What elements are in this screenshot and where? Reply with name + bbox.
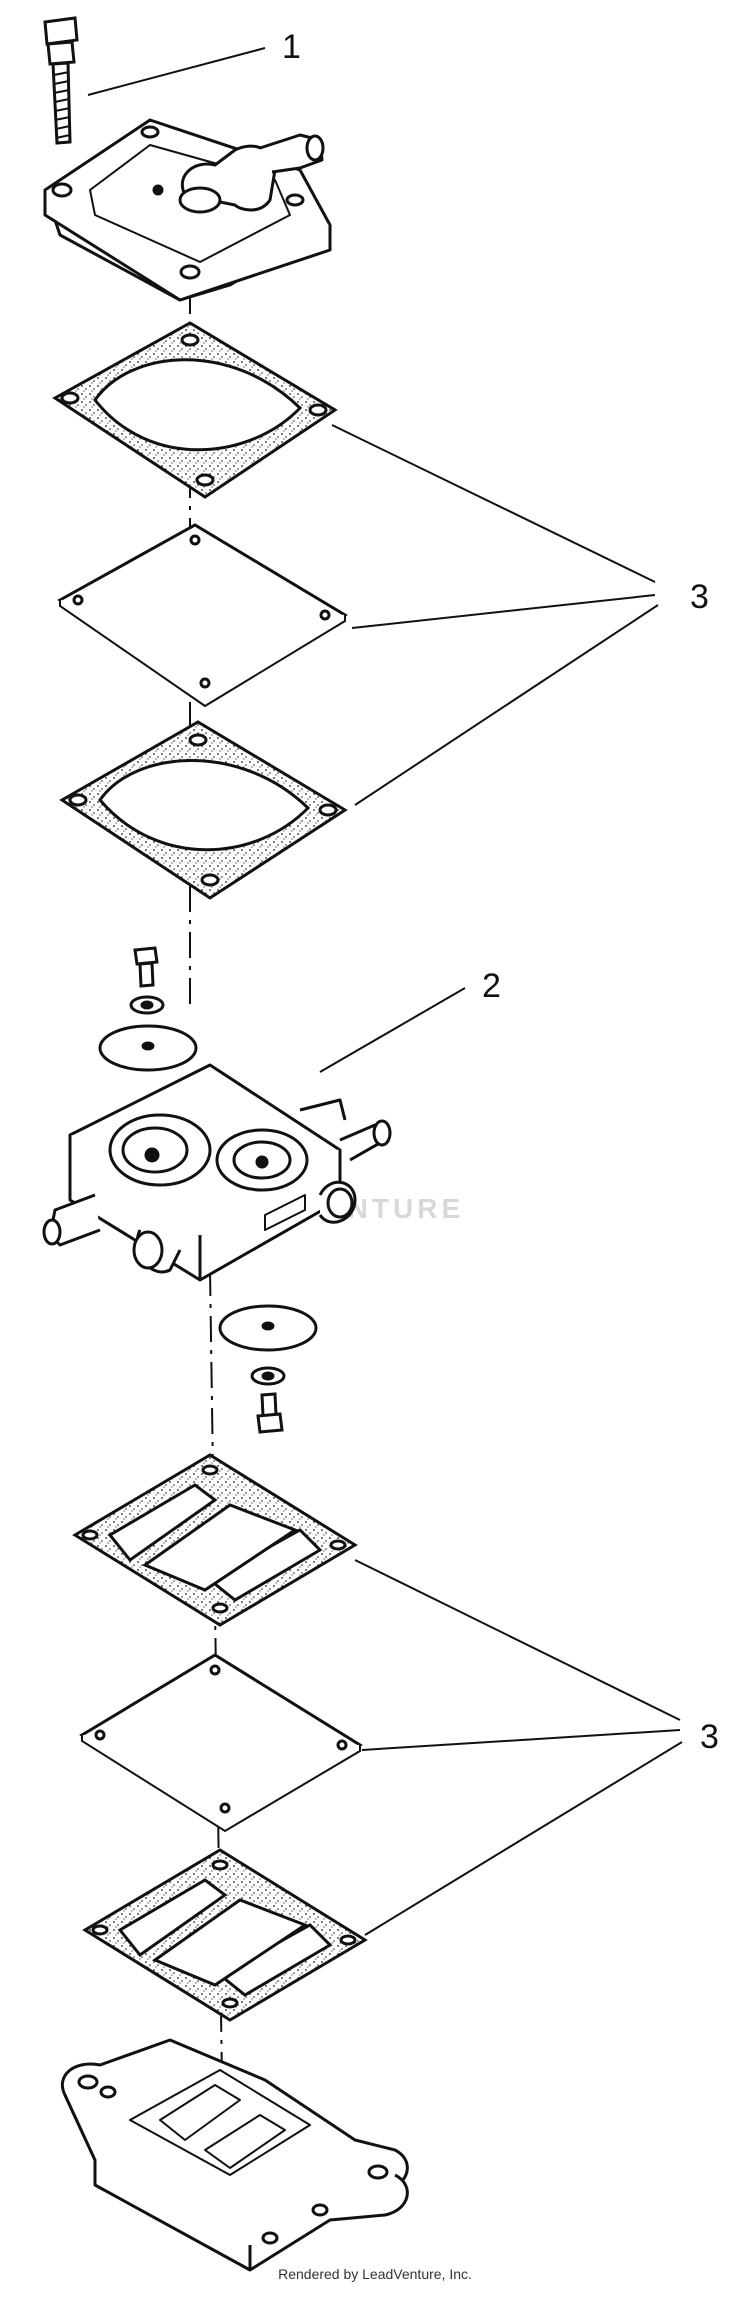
callout-number-3-bottom: 3 [700, 1718, 719, 1756]
callout-number-3-top: 3 [690, 578, 709, 616]
leader-lines [87, 47, 683, 1936]
gasket-twin-window-upper [72, 1453, 358, 1627]
gasket-ring-middle [59, 720, 348, 900]
top-cover-housing [43, 118, 332, 302]
gasket-ring-top [52, 321, 338, 499]
callout-number-1: 1 [282, 28, 301, 66]
diaphragm-sheet-top [57, 523, 348, 708]
base-flange-mount [61, 2038, 409, 2272]
valve-screw-bottom [218, 1304, 318, 1434]
diaphragm-sheet-bottom [79, 1653, 363, 1833]
gasket-twin-window-lower [82, 1848, 368, 2022]
valve-screw-top [98, 946, 198, 1072]
pump-body-part-2 [42, 1063, 392, 1282]
screw-part-1 [43, 16, 79, 145]
callout-number-2: 2 [482, 967, 501, 1005]
footer-credit: Rendered by LeadVenture, Inc. [278, 2266, 472, 2282]
